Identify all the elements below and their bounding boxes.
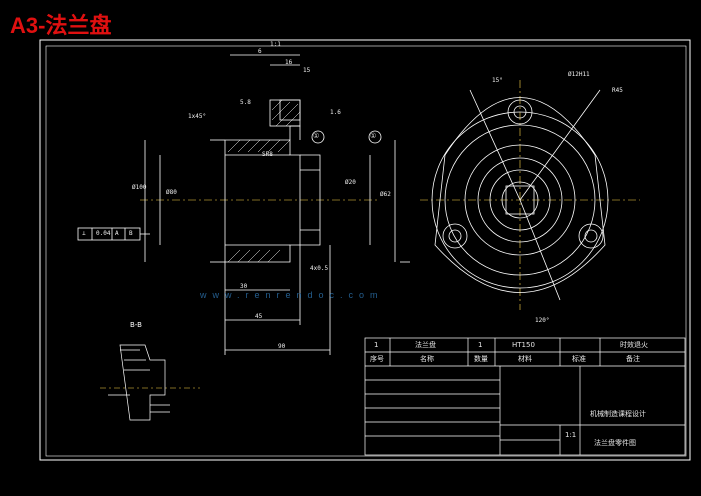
sheet-title: A3-法兰盘	[10, 13, 112, 38]
dim-top-d: 15	[303, 67, 311, 74]
dim-chamfer: 1x45°	[188, 113, 207, 120]
section-view	[77, 54, 410, 355]
section-label: B-B	[130, 321, 142, 329]
parts-row1-material: HT150	[512, 341, 535, 349]
scale-value: 1:1	[565, 431, 577, 439]
title-block	[364, 337, 686, 456]
section-bb	[100, 344, 200, 421]
parts-header-name: 名称	[420, 355, 434, 363]
tol-datum-b: B	[129, 230, 133, 237]
dim-top-a: 1:1	[270, 41, 281, 48]
dim-hole: Ø12H11	[568, 71, 590, 78]
dim-dia-bore: Ø20	[345, 179, 356, 186]
dim-dia-small: Ø62	[380, 191, 391, 198]
dim-angle: 15°	[492, 77, 503, 84]
tol-symbol: ⊥	[82, 230, 86, 237]
dim-top-c: 16	[285, 59, 293, 66]
parts-row1-note: 时效退火	[620, 341, 648, 349]
callout-circle-2	[368, 130, 382, 144]
callout-circle-1	[311, 130, 325, 144]
dim-len-a: 30	[240, 283, 248, 290]
parts-row1-qty: 1	[478, 341, 483, 349]
dim-top-e: 1.6	[330, 109, 341, 116]
parts-header-note: 备注	[626, 355, 640, 363]
dim-dia-big: Ø100	[132, 184, 147, 191]
dim-top-b: 6	[258, 48, 262, 55]
project-name: 机械制造课程设计	[590, 410, 646, 418]
parts-header-material: 材料	[518, 355, 532, 363]
dim-r: R45	[612, 87, 623, 94]
inner-border	[45, 45, 687, 457]
side-view	[420, 80, 640, 310]
callout-1: ①	[313, 132, 320, 140]
drawing-name: 法兰盘零件图	[594, 439, 636, 447]
outer-border	[39, 39, 691, 461]
parts-header-std: 标准	[572, 355, 586, 363]
tol-value: 0.04	[96, 230, 111, 237]
parts-header-qty: 数量	[474, 355, 488, 363]
dim-len-d: 4x0.5	[310, 265, 329, 272]
dim-dia-mid: Ø80	[166, 189, 177, 196]
parts-row1-name: 法兰盘	[415, 341, 436, 349]
dim-angle2: 120°	[535, 317, 550, 324]
dim-sphere: SR8	[262, 151, 273, 158]
callout-2: ①	[370, 132, 377, 140]
dim-len-c: 90	[278, 343, 286, 350]
tol-datum-a: A	[115, 230, 119, 237]
dim-pin: 5.8	[240, 99, 251, 106]
parts-header-no: 序号	[370, 355, 384, 363]
watermark: www.renrendoc.com	[200, 290, 384, 300]
dim-len-b: 45	[255, 313, 263, 320]
parts-row1-no: 1	[374, 341, 379, 349]
